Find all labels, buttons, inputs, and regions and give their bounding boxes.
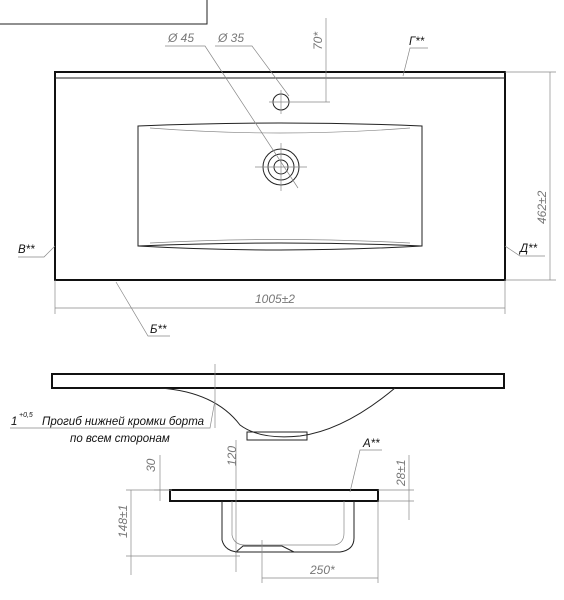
side-drain: [234, 545, 295, 553]
note-tolerance: +0,5: [19, 412, 33, 419]
leader-d: [504, 245, 545, 257]
side-top-slab: [169, 489, 379, 502]
dim-120-text: 120: [225, 446, 239, 466]
dim-d35-text: Ø 35: [217, 31, 244, 45]
front-bowl-curve: [159, 387, 396, 438]
bowl-inner-top: [149, 127, 411, 134]
dim-d45-text: Ø 45: [167, 31, 194, 45]
note-value: 1: [11, 416, 17, 428]
dim-148-text: 148±1: [116, 505, 130, 538]
bowl-lip-bottom: [137, 242, 423, 247]
leader-g: [402, 47, 428, 77]
front-drain: [246, 431, 308, 441]
top-view: Ø 45 Ø 35 70* Г** 462±2 1005±2 В** Д** Б…: [18, 18, 556, 337]
dim-250-text: 250*: [309, 563, 335, 577]
leader-d35: [215, 45, 290, 97]
leader-d45: [165, 45, 299, 189]
dim-70-text: 70*: [311, 32, 325, 50]
dim-28-text: 28±1: [394, 459, 408, 487]
side-view: 120 30 148±1 28±1 250* А**: [116, 438, 414, 583]
side-bowl-inner: [231, 501, 345, 546]
front-top-slab: [51, 373, 505, 389]
side-bowl-outline: [221, 501, 355, 553]
bowl-outline: [137, 122, 423, 251]
label-d: Д**: [518, 243, 538, 255]
bowl-inner-bottom: [149, 239, 411, 244]
leader-a: [349, 449, 382, 493]
label-v: В**: [18, 244, 35, 256]
title-block-frame: [0, 0, 208, 25]
countertop-outline: [54, 71, 506, 281]
note-line1: Прогиб нижней кромки борта: [42, 416, 204, 428]
dim-30-text: 30: [144, 458, 158, 472]
dim-depth-text: 462±2: [535, 190, 549, 224]
dim-width-text: 1005±2: [255, 292, 295, 306]
label-g: Г**: [409, 36, 425, 48]
label-a: А**: [362, 438, 380, 450]
label-b: Б**: [150, 324, 167, 336]
leader-b: [115, 281, 170, 337]
front-deflection-leader: [10, 399, 216, 429]
front-view: 1 +0,5 Прогиб нижней кромки борта по все…: [10, 364, 505, 445]
leader-v: [18, 245, 56, 258]
note-line2: по всем сторонам: [70, 433, 170, 445]
